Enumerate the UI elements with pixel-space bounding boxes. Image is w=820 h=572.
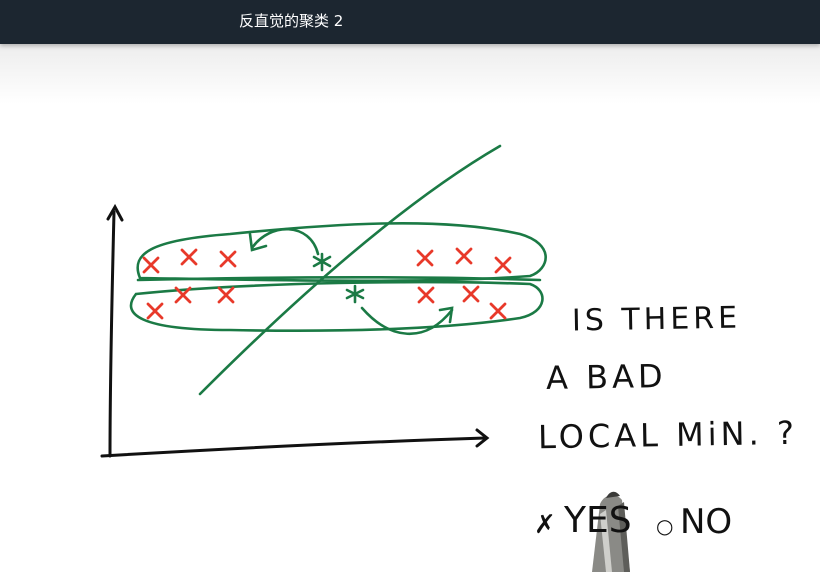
cross-icon bbox=[174, 286, 192, 304]
question-line-3: LOCAL MiN. ? bbox=[537, 413, 799, 457]
y-axis-arrow bbox=[106, 203, 124, 222]
clusters bbox=[129, 144, 547, 396]
yes-checkbox[interactable]: ✗ bbox=[534, 510, 556, 540]
cross-icon bbox=[219, 250, 237, 268]
answer-options: ✗ YES ○ NO bbox=[532, 498, 772, 548]
question-line-1: IS THERE bbox=[571, 300, 742, 339]
cross-icon bbox=[489, 302, 507, 320]
cross-icon bbox=[180, 248, 198, 266]
header-bar: 反直觉的聚类 2 bbox=[0, 0, 820, 44]
cross-icon bbox=[462, 285, 480, 303]
axes bbox=[100, 203, 490, 458]
cross-icon bbox=[142, 256, 160, 274]
question-line-2: A BAD bbox=[545, 356, 667, 398]
page-title: 反直觉的聚类 2 bbox=[239, 12, 344, 30]
y-axis bbox=[108, 210, 116, 458]
data-points bbox=[142, 247, 512, 320]
top-cluster-ellipse bbox=[136, 222, 547, 283]
divider-line bbox=[136, 276, 542, 282]
cross-icon bbox=[146, 302, 164, 320]
move-arrow-top-head bbox=[248, 232, 268, 252]
cross-icon bbox=[217, 286, 235, 304]
no-label: NO bbox=[680, 502, 733, 542]
cluster-centers bbox=[312, 252, 365, 304]
cross-icon bbox=[416, 249, 434, 267]
diagonal-boundary bbox=[198, 144, 502, 396]
cross-icon bbox=[455, 247, 473, 265]
move-arrow-top bbox=[250, 227, 320, 256]
cross-icon bbox=[494, 256, 512, 274]
move-arrow-bottom-head bbox=[438, 306, 454, 324]
yes-label: YES bbox=[564, 500, 632, 541]
x-axis bbox=[100, 436, 487, 458]
cross-icon bbox=[417, 286, 435, 304]
move-arrow-bottom bbox=[360, 306, 454, 336]
no-radio[interactable]: ○ bbox=[656, 514, 674, 538]
asterisk-icon bbox=[312, 252, 332, 272]
bottom-cluster-ellipse bbox=[129, 280, 544, 332]
whiteboard: IS THERE A BAD LOCAL MiN. ? ✗ YES ○ NO bbox=[0, 44, 820, 572]
header-shadow bbox=[0, 44, 820, 104]
sketch-canvas bbox=[100, 144, 630, 572]
marker-pen-icon bbox=[592, 491, 630, 572]
asterisk-icon bbox=[345, 284, 365, 304]
x-axis-arrow bbox=[475, 428, 490, 448]
